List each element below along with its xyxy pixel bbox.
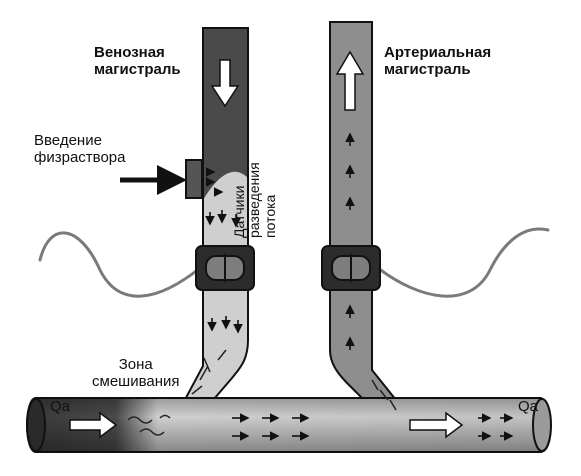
mixing-zone-label: Зона смешивания bbox=[92, 356, 180, 391]
arterial-flow-arrow bbox=[335, 50, 365, 111]
venous-flow-arrow bbox=[210, 59, 240, 108]
right-sensor-cable bbox=[376, 227, 550, 298]
venous-small-arrows bbox=[205, 167, 243, 334]
arterial-flow-sensor bbox=[321, 245, 381, 291]
qa-left-label: Qa bbox=[50, 398, 71, 415]
blood-vessel bbox=[26, 397, 552, 453]
vessel-inflow-arrow bbox=[69, 411, 118, 439]
vessel-outflow-arrow bbox=[409, 411, 464, 439]
saline-injection-port bbox=[120, 159, 203, 199]
arterial-line bbox=[329, 21, 414, 430]
vessel-small-arrows bbox=[232, 413, 514, 441]
venous-flow-sensor bbox=[195, 245, 255, 291]
venous-line-label: Венозная магистраль bbox=[94, 44, 181, 79]
saline-injection-label: Введение физраствора bbox=[34, 132, 126, 167]
flow-sensors-label: Датчики разведения потока bbox=[231, 162, 278, 238]
arterial-line-label: Артериальная магистраль bbox=[384, 44, 492, 79]
qa-right-label: Qa bbox=[518, 398, 539, 415]
left-sensor-cable bbox=[38, 231, 202, 298]
mixing-scribbles bbox=[127, 349, 397, 436]
